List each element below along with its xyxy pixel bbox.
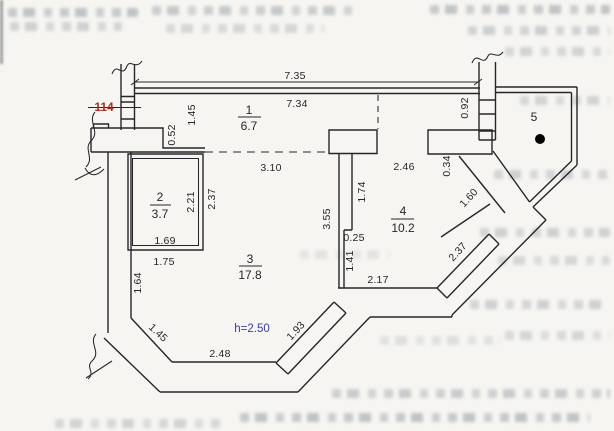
wall-stub-left (120, 64, 136, 130)
wall-left (107, 152, 132, 333)
balcony-walls (492, 86, 578, 208)
scan-bleed-artifact (520, 96, 610, 105)
break-symbol-entry (74, 111, 105, 181)
dim-left-diagonal: 1.45 (146, 321, 170, 344)
dim-bottom: 2.48 (209, 348, 230, 360)
room3-area: 17.8 (238, 268, 262, 282)
dim-step: 0.34 (441, 155, 453, 176)
room1-number: 1 (246, 103, 253, 117)
dim-window-se: 2.37 (446, 240, 469, 264)
window-se (436, 233, 500, 299)
wall-stub-right (478, 62, 497, 141)
unit-number-label: 114 (94, 100, 114, 114)
scan-bleed-artifact (55, 419, 225, 428)
balcony-circle-mark (535, 134, 545, 144)
dim-entry-side: 1.45 (186, 104, 198, 125)
wall-diagonal (440, 155, 506, 238)
labels: 7.35 7.34 114 1.45 0.52 1 6.7 3.10 2 3.7… (94, 70, 537, 360)
scan-bleed-artifact (10, 22, 122, 31)
room2-number: 2 (157, 190, 164, 204)
walls (74, 51, 578, 393)
dim-corridor: 3.10 (260, 162, 281, 174)
room2-box-inner (131, 157, 200, 247)
dim-top-inner: 7.34 (286, 98, 307, 110)
room4-area: 10.2 (391, 221, 415, 235)
dim-partition-lower: 1.41 (344, 250, 356, 271)
scan-bleed-artifact (332, 389, 610, 398)
fraction-bars (150, 116, 414, 267)
dim-stub-right: 0.92 (459, 97, 471, 118)
scan-bleed-artifact (166, 24, 324, 33)
dim-room2-width-inner: 1.69 (154, 235, 175, 247)
room2-box (127, 153, 204, 251)
dim-partition-left: 3.55 (321, 208, 333, 229)
dim-room2-width-outer: 1.75 (153, 256, 174, 268)
room2-area: 3.7 (152, 207, 169, 221)
dim-entry-jamb: 0.52 (166, 124, 178, 145)
break-symbol-bottom (85, 333, 113, 380)
scan-bleed-artifact (468, 26, 610, 35)
wall-block-left (328, 129, 378, 155)
window-sw (275, 301, 347, 375)
break-symbol-left (111, 60, 143, 75)
scan-bleed-artifact (380, 336, 500, 345)
scan-bleed-artifact (505, 331, 610, 340)
loggia-outer-edge (370, 206, 547, 318)
dim-room2-height-outer: 2.37 (206, 188, 218, 209)
dim-top-outer: 7.35 (284, 70, 305, 82)
scan-bleed-artifact (152, 6, 360, 15)
dim-room2-height-inner: 2.21 (185, 191, 197, 212)
wall-top (135, 87, 480, 95)
scan-bleed-artifact (470, 300, 610, 309)
wall-block-right (427, 129, 493, 155)
wall-partition (338, 154, 353, 288)
wall-bottom (103, 316, 371, 393)
room5-number: 5 (531, 110, 538, 124)
scan-bleed-artifact (494, 170, 610, 179)
scan-bleed-artifact (240, 413, 590, 422)
scan-bleed-artifact (300, 250, 390, 259)
dim-left-wall: 1.64 (132, 272, 144, 293)
ceiling-height-note: h=2.50 (234, 323, 270, 335)
room3-number: 3 (247, 252, 254, 266)
scan-bleed-artifact (480, 228, 610, 237)
room4-number: 4 (400, 204, 407, 218)
scan-bleed-artifact (498, 256, 610, 265)
scan-bleed-artifact (8, 8, 138, 17)
wall-entry (90, 123, 205, 153)
dim-window-sw: 1.93 (284, 319, 307, 343)
dim-room4-bottom: 2.17 (367, 274, 388, 286)
dim-room4-top: 2.46 (393, 161, 414, 173)
room1-area: 6.7 (241, 119, 258, 133)
scan-bleed-artifact (505, 47, 610, 56)
dimension-line-top (130, 78, 483, 86)
scan-bleed-artifact (430, 5, 610, 14)
dim-diagonal-wall: 1.60 (457, 186, 480, 210)
dim-partition-jog: 0.25 (343, 232, 364, 244)
scan-edge-shadow (0, 0, 3, 64)
break-symbol-right (471, 51, 504, 64)
dim-partition-right: 1.74 (356, 181, 368, 202)
